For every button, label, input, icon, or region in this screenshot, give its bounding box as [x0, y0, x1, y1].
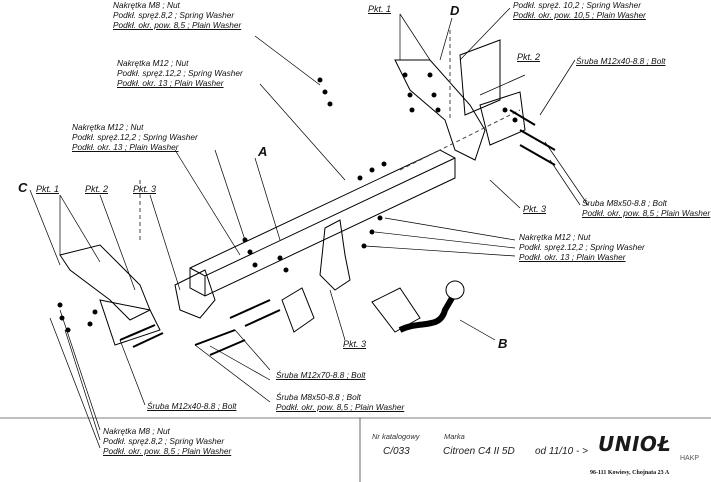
label-line: Podkł. okr. pow. 8,5 ; Plain Washer: [276, 402, 405, 412]
catalog-number-value: C/033: [383, 446, 410, 457]
label-bolt-m12x40-bottom: Śruba M12x40-8.8 ; Bolt: [147, 401, 236, 411]
label-bottom-m8-nut: Nakrętka M8 ; Nut Podkł. spręż.8,2 ; Spr…: [103, 426, 231, 456]
label-bolt-m12x70: Śruba M12x70-8.8 ; Bolt: [276, 370, 365, 380]
label-m12-nut-right: Nakrętka M12 ; Nut Podkł. spręż.12,2 ; S…: [519, 232, 645, 262]
label-line: Podkł. spręż. 10,2 ; Spring Washer: [513, 0, 642, 10]
label-line: Podkł. okr. 13 ; Plain Washer: [72, 142, 179, 152]
label-line: Podkł. spręż.8,2 ; Spring Washer: [103, 436, 225, 446]
label-line: Podkł. okr. 13 ; Plain Washer: [117, 78, 224, 88]
label-line: Podkł. spręż.8,2 ; Spring Washer: [113, 10, 235, 20]
label-bolt-m12x40-right: Śruba M12x40-8.8 ; Bolt: [576, 56, 665, 66]
label-line: Nakrętka M12 ; Nut: [117, 58, 189, 68]
label-top-right-washers: Podkł. spręż. 10,2 ; Spring Washer Podkł…: [513, 0, 646, 20]
pkt3-bottom-label: Pkt. 3: [343, 339, 367, 349]
label-line: Podkł. okr. pow. 8,5 ; Plain Washer: [582, 208, 711, 218]
right-bracket-plate: [459, 39, 501, 116]
hook-ball: [445, 280, 465, 300]
label-line: Podkł. spręż.12,2 ; Spring Washer: [72, 132, 198, 142]
crossbeam-top-edge: [189, 157, 456, 277]
label-m12-nut-a: Nakrętka M12 ; Nut Podkł. spręż.12,2 ; S…: [117, 58, 243, 88]
label-line: Śruba M12x40-8.8 ; Bolt: [576, 56, 666, 66]
brand-label: Marka: [444, 432, 465, 441]
label-top-m8-nut: Nakrętka M8 ; Nut Podkł. spręż.8,2 ; Spr…: [113, 0, 241, 30]
brand-logo: UNIOŁ: [598, 432, 672, 456]
label-line: Podkł. spręż.12,2 ; Spring Washer: [117, 68, 243, 78]
brand-logo-sub: HAKP: [680, 455, 700, 462]
hook-neck: [398, 296, 455, 333]
left-bracket-flange: [99, 299, 161, 346]
socket-plate: [281, 287, 315, 333]
pkt3-right-label: Pkt. 3: [523, 204, 547, 214]
label-bolt-m8x50-bottom: Śruba M8x50-8.8 ; Bolt Podkł. okr. pow. …: [276, 392, 404, 412]
label-line: Nakrętka M12 ; Nut: [72, 122, 144, 132]
label-line: Nakrętka M8 ; Nut: [113, 0, 180, 10]
pkt1-top-label: Pkt. 1: [368, 4, 392, 14]
label-line: Śruba M8x50-8.8 ; Bolt: [582, 198, 667, 208]
label-line: Podkł. okr. pow. 10,5 ; Plain Washer: [513, 10, 646, 20]
center-bracket: [319, 219, 351, 291]
pkt2-left-label: Pkt. 2: [85, 184, 109, 194]
label-line: Podkł. okr. 13 ; Plain Washer: [519, 252, 626, 262]
pkt2-right-label: Pkt. 2: [517, 52, 541, 62]
label-line: Śruba M12x70-8.8 ; Bolt: [276, 370, 366, 380]
label-line: Podkł. okr. pow. 8,5 ; Plain Washer: [103, 446, 232, 456]
label-line: Podkł. spręż.12,2 ; Spring Washer: [519, 242, 645, 252]
part-c-label: C: [18, 180, 28, 195]
company-address: 96-111 Kowiesy, Chojnata 23 A: [590, 470, 670, 476]
part-a-label: A: [258, 144, 268, 159]
catalog-number-label: Nr katalogowy: [372, 432, 420, 441]
right-bracket: [394, 59, 486, 161]
left-end-plate: [174, 269, 216, 319]
part-d-label: D: [450, 3, 460, 18]
left-bracket: [59, 244, 151, 321]
label-bolt-m8x50-right: Śruba M8x50-8.8 ; Bolt Podkł. okr. pow. …: [582, 198, 710, 218]
label-line: Śruba M12x40-8.8 ; Bolt: [147, 401, 237, 411]
pkt3-left-label: Pkt. 3: [133, 184, 157, 194]
label-line: Śruba M8x50-8.8 ; Bolt: [276, 392, 361, 402]
right-side-plate: [479, 91, 526, 146]
label-line: Podkł. okr. pow. 8,5 ; Plain Washer: [113, 20, 242, 30]
label-line: Nakrętka M8 ; Nut: [103, 426, 170, 436]
hook-socket: [371, 287, 421, 333]
part-b-label: B: [498, 336, 508, 351]
brand-value: Citroen C4 II 5D: [443, 446, 515, 457]
label-line: Nakrętka M12 ; Nut: [519, 232, 591, 242]
label-m12-nut-b: Nakrętka M12 ; Nut Podkł. spręż.12,2 ; S…: [72, 122, 198, 152]
date-value: od 11/10 - >: [535, 446, 588, 457]
pkt1-left-label: Pkt. 1: [36, 184, 60, 194]
